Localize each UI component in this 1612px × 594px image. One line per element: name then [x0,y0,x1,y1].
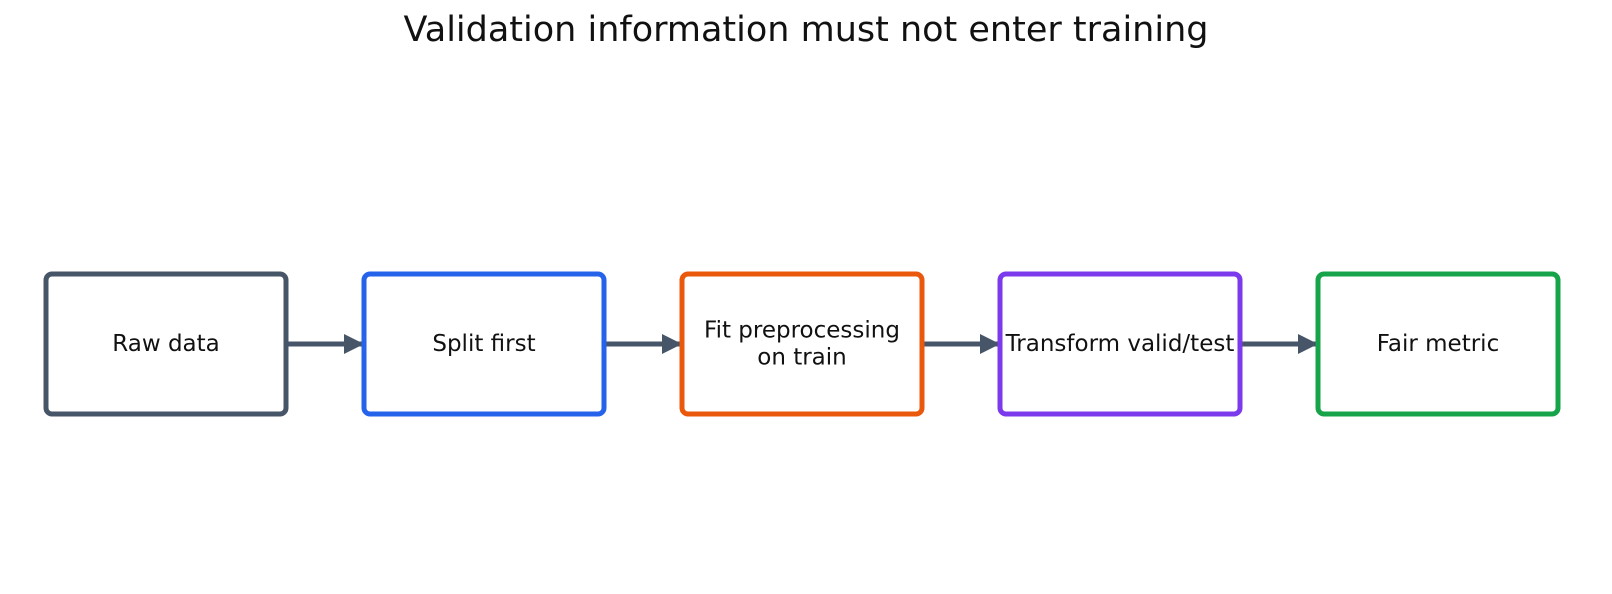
flow-node: Raw data [43,271,289,417]
flow-node-label: Transform valid/test [1005,331,1235,357]
flow-node-box [361,271,607,417]
flow-node-box [43,271,289,417]
flow-node-box [997,271,1243,417]
diagram-title: Validation information must not enter tr… [403,10,1209,50]
flow-node-label: Fit preprocessing [704,318,900,344]
flow-node: Split first [361,271,607,417]
flow-node: Transform valid/test [997,271,1243,417]
flow-node-label: Fair metric [1377,331,1499,357]
flow-node-label: on train [757,345,847,371]
flow-node-label: Raw data [112,331,220,357]
flow-node: Fair metric [1315,271,1561,417]
flow-node-box [1315,271,1561,417]
flow-node-box [679,271,925,417]
flow-node-label: Split first [432,331,535,357]
